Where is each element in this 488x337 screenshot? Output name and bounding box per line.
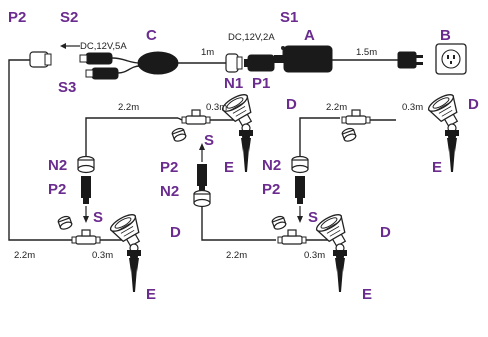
label-p2-left: P2 [48, 181, 66, 198]
label-n2-left: N2 [48, 157, 67, 174]
label-s-right: S [308, 209, 318, 226]
splitter-plug-top-icon [79, 52, 113, 65]
length-cable-bottom-right: 2.2m [226, 250, 247, 261]
label-e-bottom-right: E [362, 286, 372, 303]
p2-plug-icon [295, 176, 305, 204]
label-p1: P1 [252, 75, 270, 92]
label-n1: N1 [224, 75, 243, 92]
length-transformer-lead: 1m [201, 47, 214, 58]
spotlight-icon [425, 90, 466, 133]
length-lead-bottom-right: 0.3m [304, 250, 325, 261]
end-cap-icon [56, 214, 74, 232]
wire-left-main [8, 59, 72, 241]
label-c: C [146, 27, 157, 44]
ground-spike-icon [127, 250, 141, 292]
p2-plug-icon [81, 176, 91, 204]
label-s-mid: S [204, 132, 214, 149]
length-cable-bottom-left: 2.2m [14, 250, 35, 261]
spotlight-icon [107, 210, 148, 253]
p2-plug-icon [197, 164, 207, 192]
t-connector-icon [277, 229, 307, 245]
t-connector-icon [71, 229, 101, 245]
ground-spike-icon [445, 130, 459, 172]
n2-socket-icon [193, 189, 211, 208]
label-s3: S3 [58, 79, 76, 96]
transformer-icon [274, 45, 333, 73]
label-d-mid-left: D [286, 96, 297, 113]
n1-socket-icon [225, 53, 243, 73]
label-p2-center: P2 [160, 159, 178, 176]
label-d-bottom-right: D [380, 224, 391, 241]
length-cable-mid-left: 2.2m [118, 102, 139, 113]
ground-spike-icon [333, 250, 347, 292]
splitter-plug-bottom-icon [85, 67, 119, 80]
label-p2-right: P2 [262, 181, 280, 198]
label-s2: S2 [60, 9, 78, 26]
length-lead-bottom-left: 0.3m [92, 250, 113, 261]
length-lead-mid-right: 0.3m [402, 102, 423, 113]
p2-connector-icon [29, 51, 52, 68]
label-d-bottom-left: D [170, 224, 181, 241]
label-d-mid-right: D [468, 96, 479, 113]
length-lead-mid-left: 0.3m [206, 102, 227, 113]
splitter-icon [137, 51, 179, 75]
power-outlet-icon [435, 43, 467, 75]
plug-icon [397, 51, 423, 69]
label-e-mid-right: E [432, 159, 442, 176]
end-cap-icon [270, 214, 288, 232]
end-cap-icon [170, 126, 188, 144]
length-cable-mid-right: 2.2m [326, 102, 347, 113]
length-mains-cable: 1.5m [356, 47, 377, 58]
label-n2-center: N2 [160, 183, 179, 200]
label-s1: S1 [280, 9, 298, 26]
label-s-left: S [93, 209, 103, 226]
label-a: A [304, 27, 315, 44]
spec-transformer: DC,12V,2A [228, 32, 275, 43]
label-p2-top: P2 [8, 9, 26, 26]
p1-plug-icon [244, 54, 275, 72]
spotlight-icon [313, 210, 354, 253]
label-e-mid-left: E [224, 159, 234, 176]
spec-splitter: DC,12V,5A [80, 41, 127, 52]
end-cap-icon [340, 126, 358, 144]
label-e-bottom-left: E [146, 286, 156, 303]
wire-middle-right [299, 117, 340, 160]
ground-spike-icon [239, 130, 253, 172]
label-b: B [440, 27, 451, 44]
n2-socket-icon [291, 155, 309, 174]
n2-socket-icon [77, 155, 95, 174]
label-n2-right: N2 [262, 157, 281, 174]
wire-middle-left [85, 117, 178, 160]
